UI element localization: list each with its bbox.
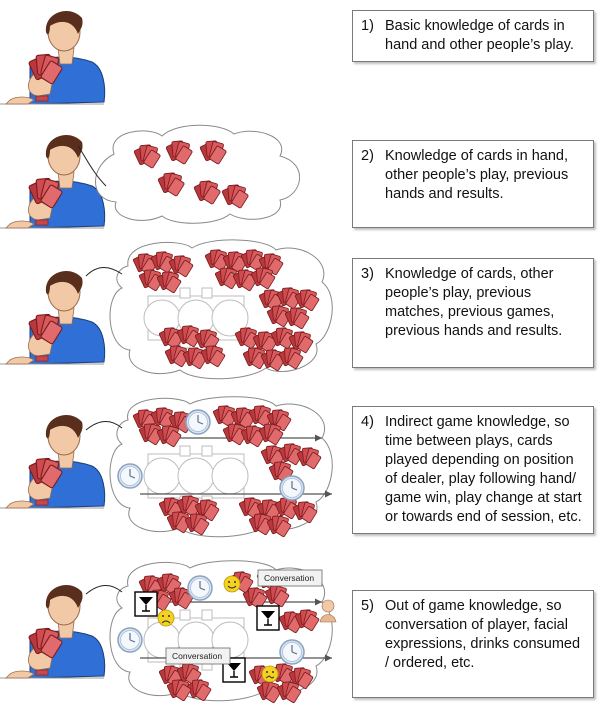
step-2-description: 2) Knowledge of cards in hand, other peo… <box>352 140 594 228</box>
knowledge-cloud <box>85 396 333 538</box>
step-4-description: 4) Indirect game knowledge, so time betw… <box>352 406 594 534</box>
conversation-text: Conversation <box>172 651 222 661</box>
knowledge-cloud <box>85 239 333 380</box>
cloud-outline <box>95 124 300 224</box>
step-4-row: 4) Indirect game knowledge, so time betw… <box>0 394 600 544</box>
thought-connector <box>85 585 123 595</box>
knowledge-cloud: Conversation Conversation <box>85 560 337 704</box>
clock-icon <box>185 409 211 435</box>
happy-face-icon <box>223 575 241 593</box>
step-number: 3) <box>361 266 374 282</box>
step-2-row: 2) Knowledge of cards in hand, other peo… <box>0 120 600 240</box>
cocktail-glass-icon <box>134 591 158 617</box>
knowledge-cloud <box>77 124 300 224</box>
step-1-description: 1) Basic knowledge of cards in hand and … <box>352 10 594 62</box>
conversation-label-2: Conversation <box>165 647 231 665</box>
conversation-label-1: Conversation <box>257 569 323 587</box>
sad-face-icon <box>157 609 175 627</box>
step-number: 4) <box>361 414 374 430</box>
bartender-icon <box>319 599 337 623</box>
thought-connector <box>77 145 107 187</box>
card-player-icon <box>0 0 110 110</box>
conversation-text: Conversation <box>264 573 314 583</box>
step-3-row: 3) Knowledge of cards, other people’s pl… <box>0 236 600 386</box>
thought-connector <box>85 267 123 277</box>
step-1-row: 1) Basic knowledge of cards in hand and … <box>0 0 600 110</box>
clock-icon <box>187 575 213 601</box>
step-text: Knowledge of cards, other people’s play,… <box>385 266 563 339</box>
step-number: 2) <box>361 148 374 164</box>
step-text: Indirect game knowledge, so time between… <box>385 414 582 525</box>
clock-icon <box>117 463 143 489</box>
step-5-description: 5) Out of game knowledge, so conversatio… <box>352 590 594 698</box>
clock-icon <box>117 627 143 653</box>
clock-icon <box>279 639 305 665</box>
cocktail-glass-icon <box>256 605 280 631</box>
thought-connector <box>85 421 123 431</box>
step-number: 1) <box>361 18 374 34</box>
clock-icon <box>279 475 305 501</box>
step-number: 5) <box>361 598 374 614</box>
step-text: Out of game knowledge, so conversation o… <box>385 598 581 671</box>
puzzled-face-icon <box>261 665 279 683</box>
step-text: Knowledge of cards in hand, other people… <box>385 148 569 202</box>
step-text: Basic knowledge of cards in hand and oth… <box>385 18 574 53</box>
table-icon <box>143 445 249 507</box>
step-5-row: Conversation Conversation 5) Out of game… <box>0 556 600 712</box>
step-3-description: 3) Knowledge of cards, other people’s pl… <box>352 258 594 368</box>
